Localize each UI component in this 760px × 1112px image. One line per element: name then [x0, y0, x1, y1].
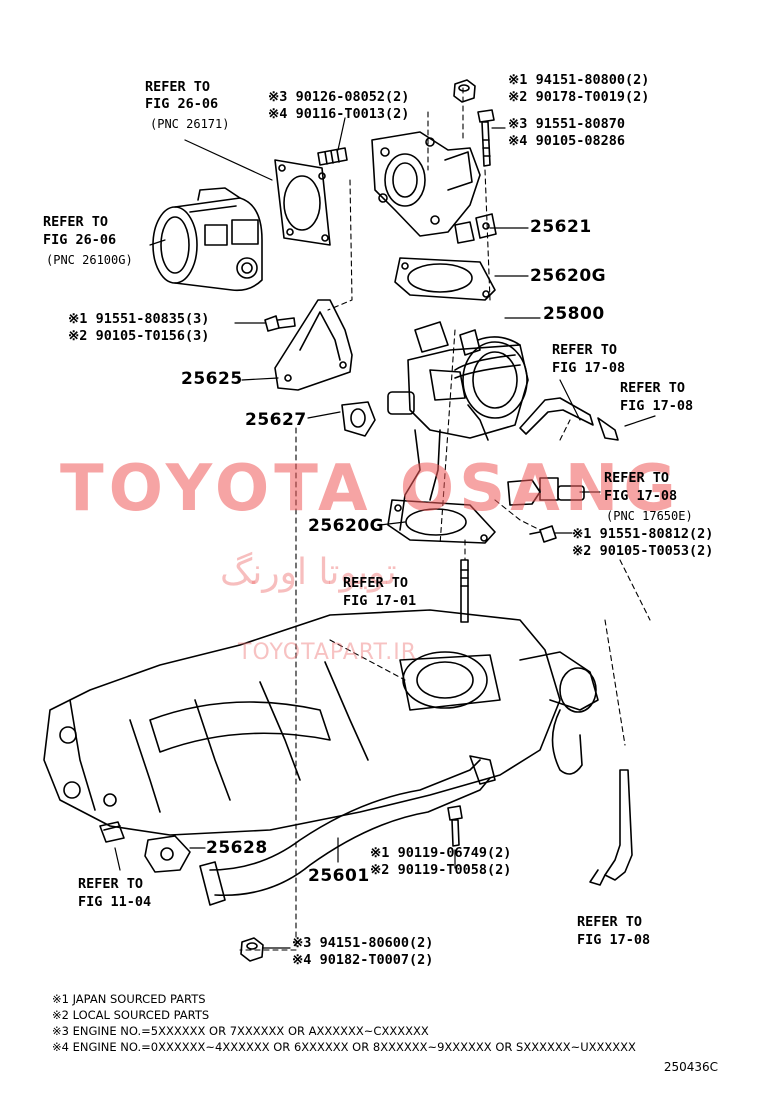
- partno-94151-80600: ※3 94151-80600(2): [292, 935, 434, 951]
- gasket-round-top: [394, 257, 496, 301]
- pnc-25621: 25621: [530, 217, 592, 237]
- partno-90105-t0156: ※2 90105-T0156(3): [68, 328, 210, 344]
- watermark-persian: تویوتا اورنگ: [220, 552, 397, 593]
- nut-bottom: [240, 937, 264, 962]
- stud-bolt: [317, 147, 348, 166]
- footnote-2: ※2 LOCAL SOURCED PARTS: [52, 1008, 210, 1022]
- gasket-25628: [144, 835, 191, 873]
- refer-fig: FIG 26-06: [43, 232, 117, 248]
- refer-text: REFER TO: [604, 470, 670, 486]
- pnc-25601: 25601: [308, 866, 370, 886]
- partno-91551-80870: ※3 91551-80870: [508, 116, 625, 132]
- gasket-25627: [341, 401, 376, 437]
- refer-fig: FIG 17-08: [620, 398, 694, 414]
- partno-90105-08286: ※4 90105-08286: [508, 133, 625, 149]
- vacuum-hose: [519, 397, 619, 441]
- partno-91551-80835: ※1 91551-80835(3): [68, 311, 210, 327]
- pnc-25620g-bottom: 25620G: [308, 516, 385, 536]
- vsv-connector: [507, 477, 585, 506]
- egr-valve: [387, 321, 529, 531]
- bolt-right: [529, 525, 557, 543]
- throttle-body: [152, 187, 263, 292]
- refer-fig: FIG 11-04: [78, 894, 152, 910]
- refer-fig: FIG 17-01: [343, 593, 417, 609]
- partno-90119-06749: ※1 90119-06749(2): [370, 845, 512, 861]
- leader-lines: [114, 117, 656, 949]
- bolt-90119: [447, 805, 463, 847]
- watermark-site: TOYOTAPART.IR: [238, 640, 418, 665]
- footnote-3: ※3 ENGINE NO.=5XXXXXX OR 7XXXXXX OR AXXX…: [52, 1024, 429, 1038]
- bracket-25621: [475, 213, 497, 239]
- partno-91551-80812: ※1 91551-80812(2): [572, 526, 714, 542]
- small-bolt: [264, 315, 296, 332]
- watermark-brand: TOYOTA OSANG: [60, 452, 681, 526]
- partno-90126-08052: ※3 90126-08052(2): [268, 89, 410, 105]
- gasket-square: [274, 159, 331, 246]
- partno-94151-80800: ※1 94151-80800(2): [508, 72, 650, 88]
- figure-code: 250436C: [663, 1060, 718, 1074]
- hose-bottom-right: [589, 769, 633, 886]
- refer-text: REFER TO: [145, 79, 211, 95]
- refer-fig: FIG 17-08: [577, 932, 651, 948]
- refer-text: REFER TO: [552, 342, 618, 358]
- footnote-4: ※4 ENGINE NO.=0XXXXXX~4XXXXXX OR 6XXXXXX…: [52, 1040, 636, 1054]
- long-bolt: [477, 109, 495, 167]
- refer-text: REFER TO: [577, 914, 643, 930]
- partno-90178-t0019: ※2 90178-T0019(2): [508, 89, 650, 105]
- partno-90119-t0058: ※2 90119-T0058(2): [370, 862, 512, 878]
- gasket-round-bottom: [387, 499, 496, 544]
- intake-adapter: [371, 131, 481, 244]
- stud-vertical: [460, 559, 469, 623]
- pnc-25625: 25625: [181, 369, 243, 389]
- pnc-25627: 25627: [245, 410, 307, 430]
- refer-text: REFER TO: [343, 575, 409, 591]
- nut-top: [453, 79, 476, 103]
- refer-text: REFER TO: [620, 380, 686, 396]
- refer-pnc: (PNC 26100G): [46, 253, 133, 267]
- pnc-25628: 25628: [206, 838, 268, 858]
- pnc-25800: 25800: [543, 304, 605, 324]
- partno-90182-t0007: ※4 90182-T0007(2): [292, 952, 434, 968]
- refer-fig: FIG 17-08: [552, 360, 626, 376]
- intake-manifold: [43, 609, 599, 836]
- egr-pipe: [199, 755, 496, 906]
- refer-pnc: (PNC 17650E): [606, 509, 693, 523]
- refer-fig: FIG 17-08: [604, 488, 678, 504]
- refer-pnc: (PNC 26171): [150, 117, 230, 131]
- refer-text: REFER TO: [78, 876, 144, 892]
- footnote-1: ※1 JAPAN SOURCED PARTS: [52, 992, 206, 1006]
- partno-90116-t0013: ※4 90116-T0013(2): [268, 106, 410, 122]
- refer-text: REFER TO: [43, 214, 109, 230]
- partno-90105-t0053: ※2 90105-T0053(2): [572, 543, 714, 559]
- stud-left-bottom: [99, 821, 125, 843]
- bracket-25625: [274, 299, 353, 391]
- refer-fig: FIG 26-06: [145, 96, 219, 112]
- pnc-25620g-top: 25620G: [530, 266, 607, 286]
